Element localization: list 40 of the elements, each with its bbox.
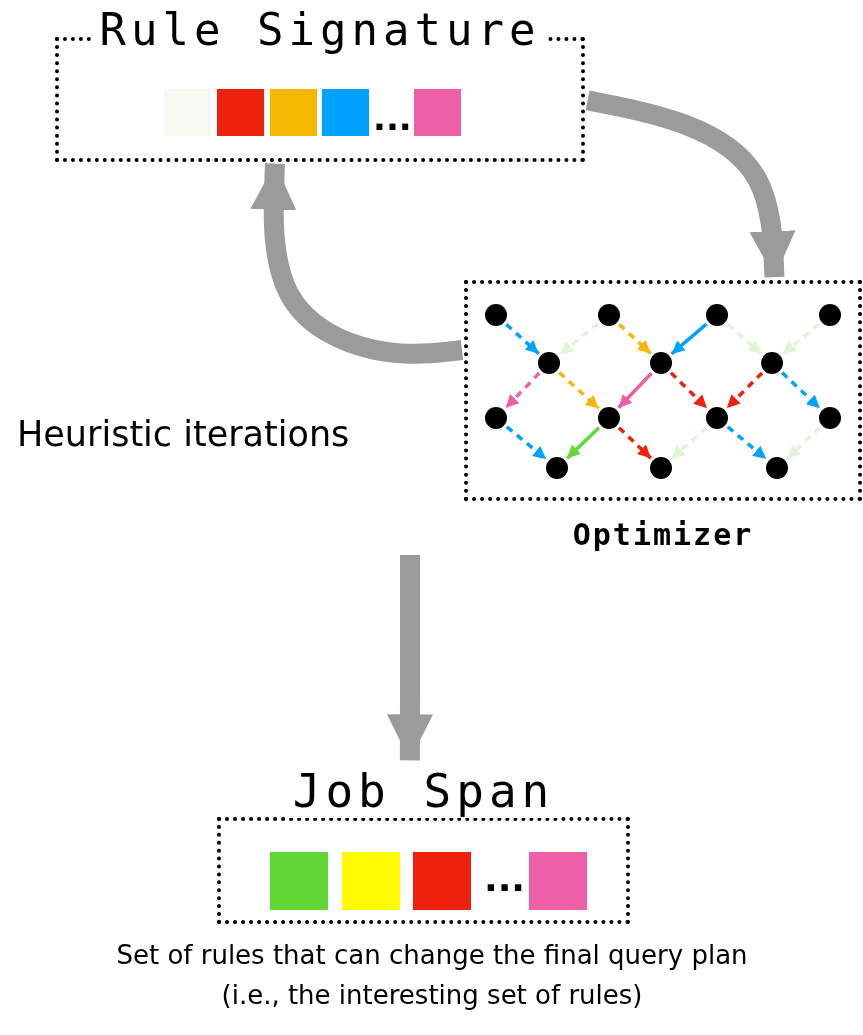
graph-node-dot: [598, 407, 620, 429]
cycle-label: Heuristic iterations: [17, 414, 350, 454]
arrow: [780, 371, 822, 410]
arrow: [617, 426, 653, 460]
arrow: [669, 371, 709, 410]
arrow: [670, 322, 708, 356]
arrow: [505, 323, 540, 355]
arrow: [781, 322, 821, 356]
arrow: [670, 426, 708, 460]
caption-text: (i.e., the interesting set of rules): [221, 980, 643, 1010]
arrow: [617, 371, 653, 410]
graph-node-dot: [766, 457, 788, 479]
graph-node-dot: [485, 304, 507, 326]
arrow: [505, 425, 548, 461]
graph-node-dot: [485, 407, 507, 429]
curved-arrow: [250, 163, 464, 364]
arrow: [558, 322, 600, 356]
curved-arrow: [585, 90, 796, 278]
arrow: [726, 425, 768, 461]
curved-arrow: [386, 555, 433, 761]
graph-node-dot: [650, 352, 672, 374]
arrow: [504, 371, 541, 410]
ellipsis: ...: [373, 98, 412, 138]
graph-node-dot: [538, 352, 560, 374]
caption-text: Set of rules that can change the final query plan: [116, 940, 748, 970]
graph-node-dot: [650, 457, 672, 479]
graph-node-dot: [546, 457, 568, 479]
graph-node-dot: [761, 352, 783, 374]
arrow: [726, 322, 763, 356]
arrow: [725, 371, 764, 410]
arrow: [618, 323, 652, 355]
graph-node-dot: [598, 304, 620, 326]
arrow: [786, 426, 821, 460]
graph-node-dot: [819, 407, 841, 429]
graph-node-dot: [706, 407, 728, 429]
graph-node-dot: [819, 304, 841, 326]
ellipsis: ...: [484, 858, 526, 899]
arrow: [565, 426, 601, 460]
arrow: [558, 371, 600, 410]
graph-node-dot: [706, 304, 728, 326]
